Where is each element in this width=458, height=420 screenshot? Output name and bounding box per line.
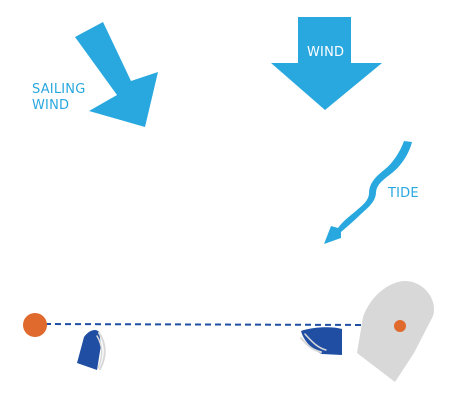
start-line xyxy=(34,323,376,326)
wind-label: WIND xyxy=(307,45,345,60)
pin-mark-buoy xyxy=(23,313,47,337)
sailboat-right xyxy=(300,327,342,355)
tide-label: TIDE xyxy=(388,186,419,201)
sailing-wind-arrow xyxy=(75,22,158,127)
tide-arrow xyxy=(324,141,412,244)
sailing-wind-label: SAILING WIND xyxy=(32,82,86,114)
sailing-wind-label-line1: SAILING xyxy=(32,82,86,97)
committee-boat xyxy=(357,280,435,382)
sailboat-left xyxy=(77,329,106,370)
committee-boat-mark xyxy=(394,320,406,332)
sailing-wind-label-line2: WIND xyxy=(32,98,70,113)
wind-arrow xyxy=(271,17,382,110)
